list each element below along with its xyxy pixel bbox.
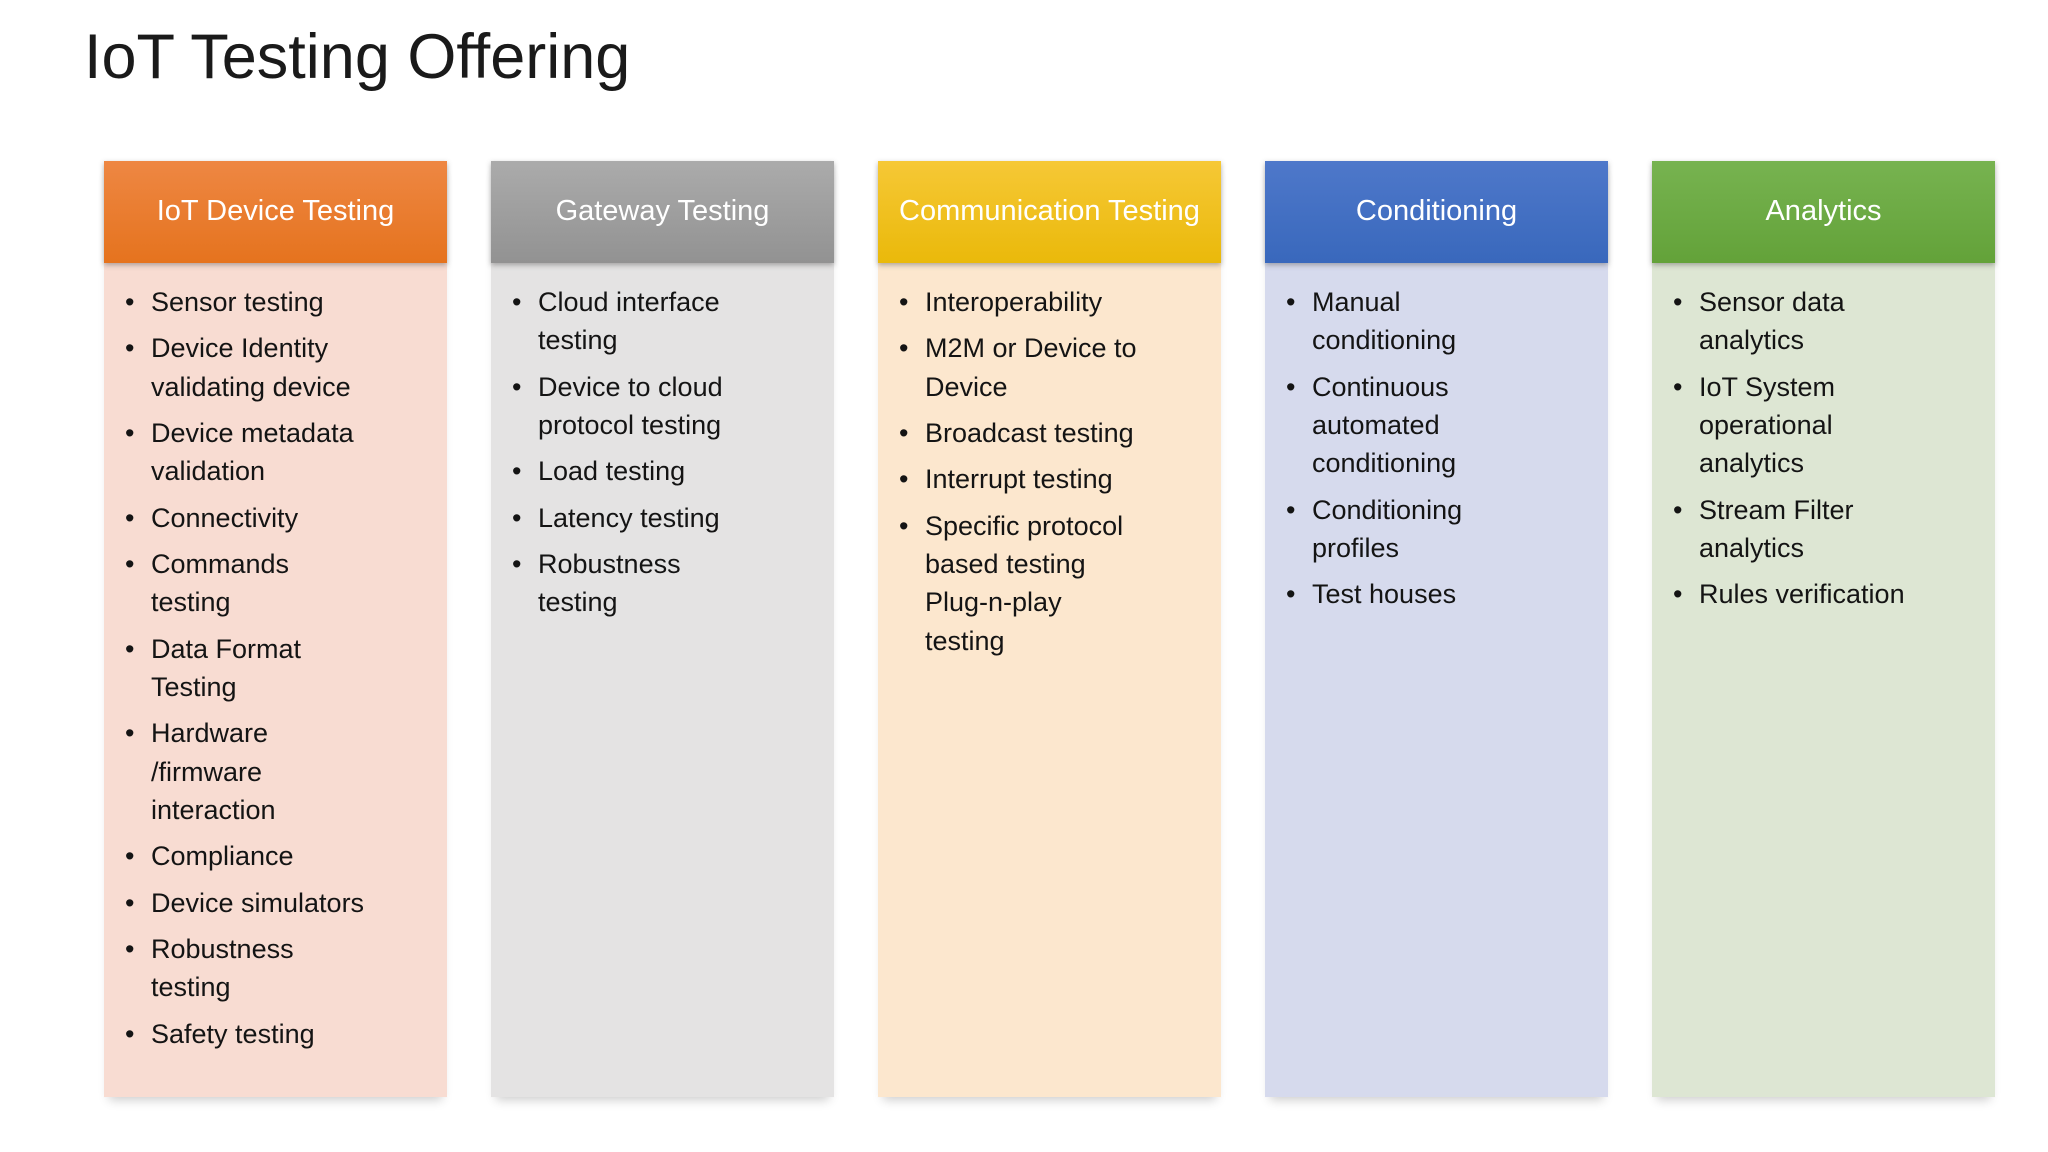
list-item: Latency testing <box>507 499 822 538</box>
column-communication-testing: Communication Testing InteroperabilityM2… <box>878 161 1221 1097</box>
column-header: Gateway Testing <box>491 161 834 263</box>
list-item: Load testing <box>507 452 822 491</box>
list-item: Compliance <box>120 837 435 876</box>
column-header: Analytics <box>1652 161 1995 263</box>
list-item: Interrupt testing <box>894 460 1209 499</box>
column-body: Manual conditioningContinuous automated … <box>1265 263 1608 1097</box>
list-item: Continuous automated conditioning <box>1281 368 1596 483</box>
columns-container: IoT Device Testing Sensor testingDevice … <box>104 161 1995 1097</box>
column-body: Sensor data analyticsIoT System operatio… <box>1652 263 1995 1097</box>
column-body: Sensor testingDevice Identity validating… <box>104 263 447 1097</box>
list-item: Data Format Testing <box>120 630 435 707</box>
list-item: Stream Filter analytics <box>1668 491 1983 568</box>
list-item: Commands testing <box>120 545 435 622</box>
list-item: Cloud interface testing <box>507 283 822 360</box>
column-iot-device-testing: IoT Device Testing Sensor testingDevice … <box>104 161 447 1097</box>
list-item: Safety testing <box>120 1015 435 1054</box>
list-item: Device to cloud protocol testing <box>507 368 822 445</box>
list-item: Connectivity <box>120 499 435 538</box>
column-header: IoT Device Testing <box>104 161 447 263</box>
list-item: Sensor data analytics <box>1668 283 1983 360</box>
list-item: Robustness testing <box>120 930 435 1007</box>
column-analytics: Analytics Sensor data analyticsIoT Syste… <box>1652 161 1995 1097</box>
list-item: Specific protocol based testing Plug-n-p… <box>894 507 1209 660</box>
list-item: IoT System operational analytics <box>1668 368 1983 483</box>
column-body: InteroperabilityM2M or Device to DeviceB… <box>878 263 1221 1097</box>
column-title: IoT Device Testing <box>156 195 395 228</box>
page-title: IoT Testing Offering <box>84 22 631 92</box>
list-item: M2M or Device to Device <box>894 329 1209 406</box>
list-item: Device metadata validation <box>120 414 435 491</box>
column-body: Cloud interface testingDevice to cloud p… <box>491 263 834 1097</box>
column-title: Analytics <box>1765 195 1882 228</box>
list-item: Robustness testing <box>507 545 822 622</box>
list-item: Hardware /firmware interaction <box>120 714 435 829</box>
column-title: Gateway Testing <box>555 195 770 228</box>
list-item: Test houses <box>1281 575 1596 614</box>
column-title: Communication Testing <box>899 195 1200 228</box>
list-item: Sensor testing <box>120 283 435 322</box>
list-item: Device simulators <box>120 884 435 923</box>
column-conditioning: Conditioning Manual conditioningContinuo… <box>1265 161 1608 1097</box>
list-item: Broadcast testing <box>894 414 1209 453</box>
list-item: Manual conditioning <box>1281 283 1596 360</box>
column-gateway-testing: Gateway Testing Cloud interface testingD… <box>491 161 834 1097</box>
column-header: Communication Testing <box>878 161 1221 263</box>
list-item: Interoperability <box>894 283 1209 322</box>
column-header: Conditioning <box>1265 161 1608 263</box>
column-title: Conditioning <box>1355 195 1518 228</box>
list-item: Rules verification <box>1668 575 1983 614</box>
list-item: Device Identity validating device <box>120 329 435 406</box>
list-item: Conditioning profiles <box>1281 491 1596 568</box>
